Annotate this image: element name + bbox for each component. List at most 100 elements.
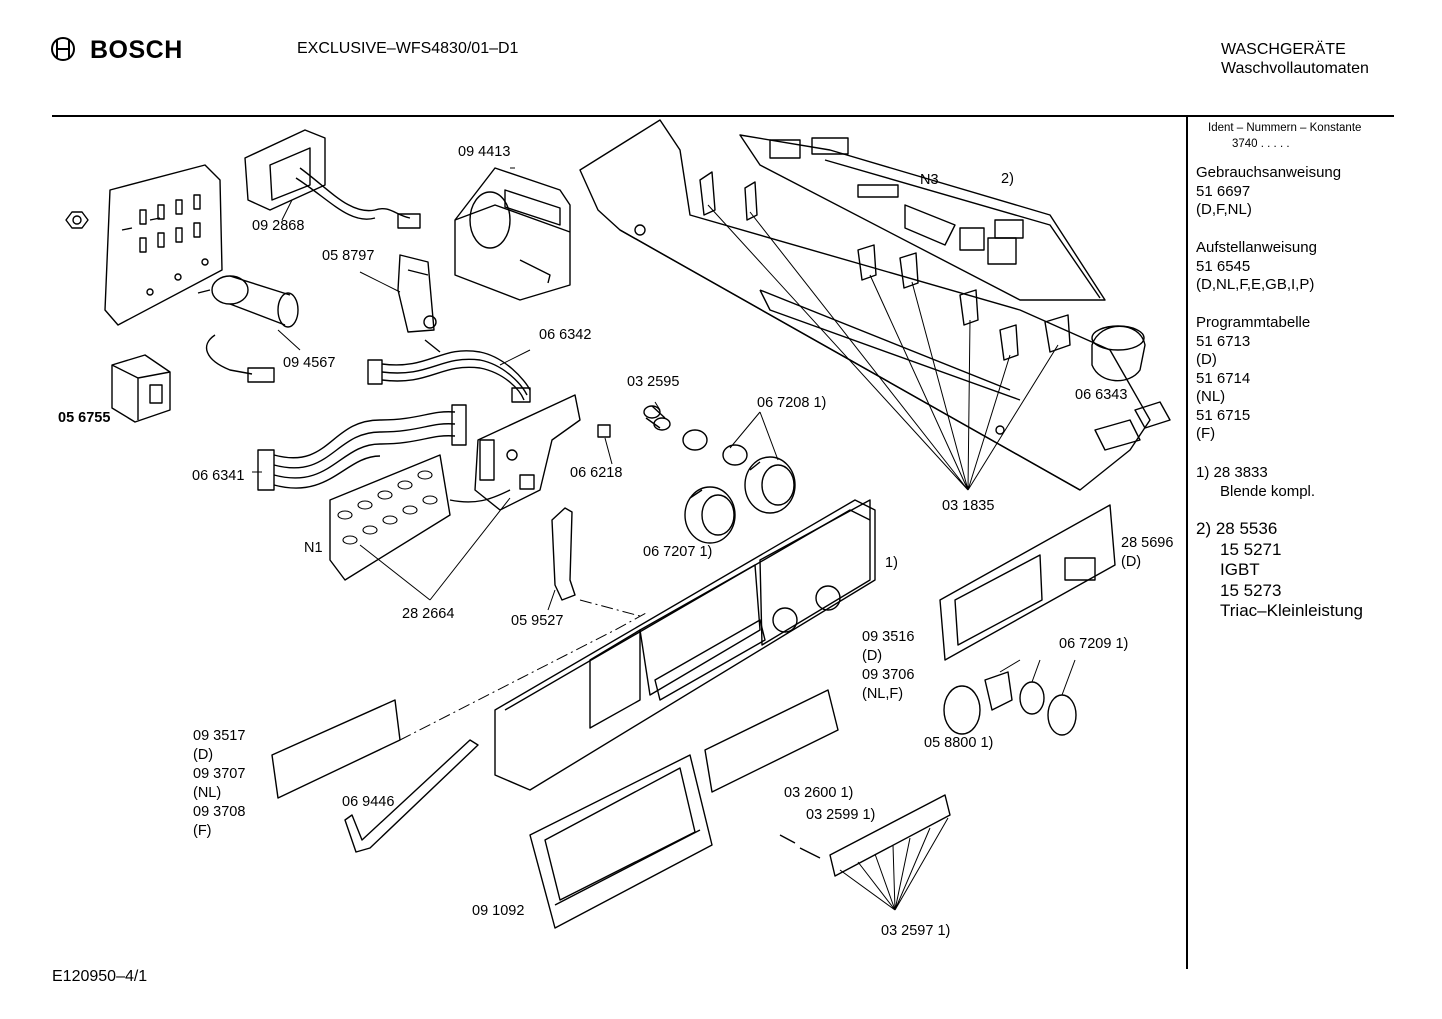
part-label: 09 4413 (458, 144, 511, 160)
section-line: (D,F,NL) (1196, 201, 1252, 218)
display-window (939, 504, 1116, 661)
section-title: Gebrauchsanweisung (1196, 164, 1342, 181)
section-line: 51 6697 (1196, 182, 1251, 200)
door-panel (529, 754, 713, 929)
control-board (329, 394, 581, 581)
hex-nut (65, 211, 89, 229)
part-label: 03 2597 1) (881, 923, 951, 939)
panel-insert-left (271, 699, 401, 799)
ident-value: 3740 . . . . . (1232, 138, 1290, 150)
mounting-plate (104, 164, 223, 326)
capacitor (197, 275, 299, 383)
part-label: 03 1835 (942, 498, 995, 514)
note-line: 1) 28 3833 (1196, 464, 1268, 481)
category-heading: WASCHGERÄTE Waschvollautomaten (1221, 40, 1369, 78)
power-board (739, 134, 1106, 301)
knob-set-a (682, 429, 796, 544)
note-line: 15 5271 (1220, 539, 1282, 559)
section-line: 51 6713 (1196, 332, 1251, 350)
section-line: (F) (1196, 425, 1216, 442)
relay (111, 354, 171, 423)
part-label: 06 6218 (570, 465, 623, 481)
part-label: 28 2664 (402, 606, 455, 622)
part-label: (NL,F) (862, 686, 904, 702)
programme-lever (551, 507, 576, 601)
part-label: 03 2599 1) (806, 807, 876, 823)
part-label: (D) (862, 648, 883, 664)
part-label: 03 2600 1) (784, 785, 854, 801)
knob-set-b (943, 659, 1077, 736)
part-label: 05 9527 (511, 613, 564, 629)
category-line-2: Waschvollautomaten (1221, 60, 1369, 77)
note-line: 2) 28 5536 (1196, 519, 1278, 538)
part-label: 09 3516 (862, 629, 915, 645)
part-label: 1) (885, 555, 898, 571)
part-label: 09 3707 (193, 766, 246, 782)
section-line: (NL) (1196, 388, 1226, 405)
part-label: 09 3706 (862, 667, 915, 683)
sidebar-note-2: 2) 28 5536 15 5271 IGBT 15 5273 Triac–Kl… (1196, 519, 1363, 622)
part-label: 05 8797 (322, 248, 375, 264)
part-label: 06 9446 (342, 794, 395, 810)
part-label: 28 5696 (1121, 535, 1174, 551)
control-panel-fascia (494, 499, 876, 791)
sidebar-section-install: Aufstellanweisung 51 6545 (D,NL,F,E,GB,I… (1196, 239, 1317, 295)
part-label: (NL) (193, 785, 222, 801)
bosch-logo-icon (51, 37, 75, 61)
sidebar-section-programme: Programmtabelle 51 6713 (D) 51 6714 (NL)… (1196, 314, 1310, 444)
section-line: 51 6545 (1196, 257, 1251, 275)
brand-logo: BOSCH (52, 36, 183, 65)
note-line: Triac–Kleinleistung (1220, 601, 1363, 620)
part-label: (F) (193, 823, 212, 839)
brand-name: BOSCH (90, 36, 183, 64)
guide-line (399, 599, 649, 741)
interference-filter (244, 129, 421, 229)
section-line: (D) (1196, 351, 1217, 368)
programmer-motor (454, 167, 571, 301)
drawing-code: E120950–4/1 (52, 968, 148, 985)
section-line: (D,NL,F,E,GB,I,P) (1196, 276, 1315, 293)
button-strip (779, 794, 951, 911)
door-switch (397, 254, 441, 353)
part-label: N1 (304, 540, 323, 556)
part-label: 06 6341 (192, 468, 245, 484)
panel-insert-right (704, 689, 839, 793)
part-label: 09 1092 (472, 903, 525, 919)
section-line: 51 6714 (1196, 369, 1251, 387)
model-title: EXCLUSIVE–WFS4830/01–D1 (297, 40, 519, 57)
section-title: Programmtabelle (1196, 314, 1311, 331)
ribbon-cable-lower (257, 404, 467, 491)
top-rail (579, 119, 1171, 491)
category-line-1: WASCHGERÄTE (1221, 41, 1346, 58)
door-handle (344, 739, 479, 853)
note-line: Blende kompl. (1220, 482, 1316, 500)
section-title: Aufstellanweisung (1196, 239, 1317, 256)
ribbon-cable-upper (367, 350, 531, 403)
part-label: (D) (193, 747, 214, 763)
logo-mark (52, 38, 78, 64)
part-label: 06 7209 1) (1059, 636, 1129, 652)
part-label: 05 8800 1) (924, 735, 994, 751)
header-divider (52, 115, 1394, 117)
leader-lines-031835 (707, 204, 1059, 491)
part-label: N3 (920, 172, 939, 188)
ident-title: Ident – Nummern – Konstante (1208, 122, 1362, 134)
part-label: 09 3708 (193, 804, 246, 820)
part-label: 09 3517 (193, 728, 246, 744)
retaining-clips (699, 171, 1071, 361)
part-label: 06 7207 1) (643, 544, 713, 560)
part-label: 03 2595 (627, 374, 680, 390)
note-line: IGBT (1220, 560, 1260, 579)
sidebar-note-1: 1) 28 3833 Blende kompl. (1196, 464, 1315, 501)
section-line: 51 6715 (1196, 406, 1251, 424)
part-label: 09 2868 (252, 218, 305, 234)
part-label: (D) (1121, 554, 1142, 570)
part-label: 09 4567 (283, 355, 336, 371)
cover-cap (1091, 325, 1146, 382)
part-label: 06 6342 (539, 327, 592, 343)
part-label: 06 6343 (1075, 387, 1128, 403)
part-label: 05 6755 (58, 410, 111, 426)
sidebar-section-usage: Gebrauchsanweisung 51 6697 (D,F,NL) (1196, 164, 1341, 220)
lamp-and-holder (597, 405, 671, 438)
